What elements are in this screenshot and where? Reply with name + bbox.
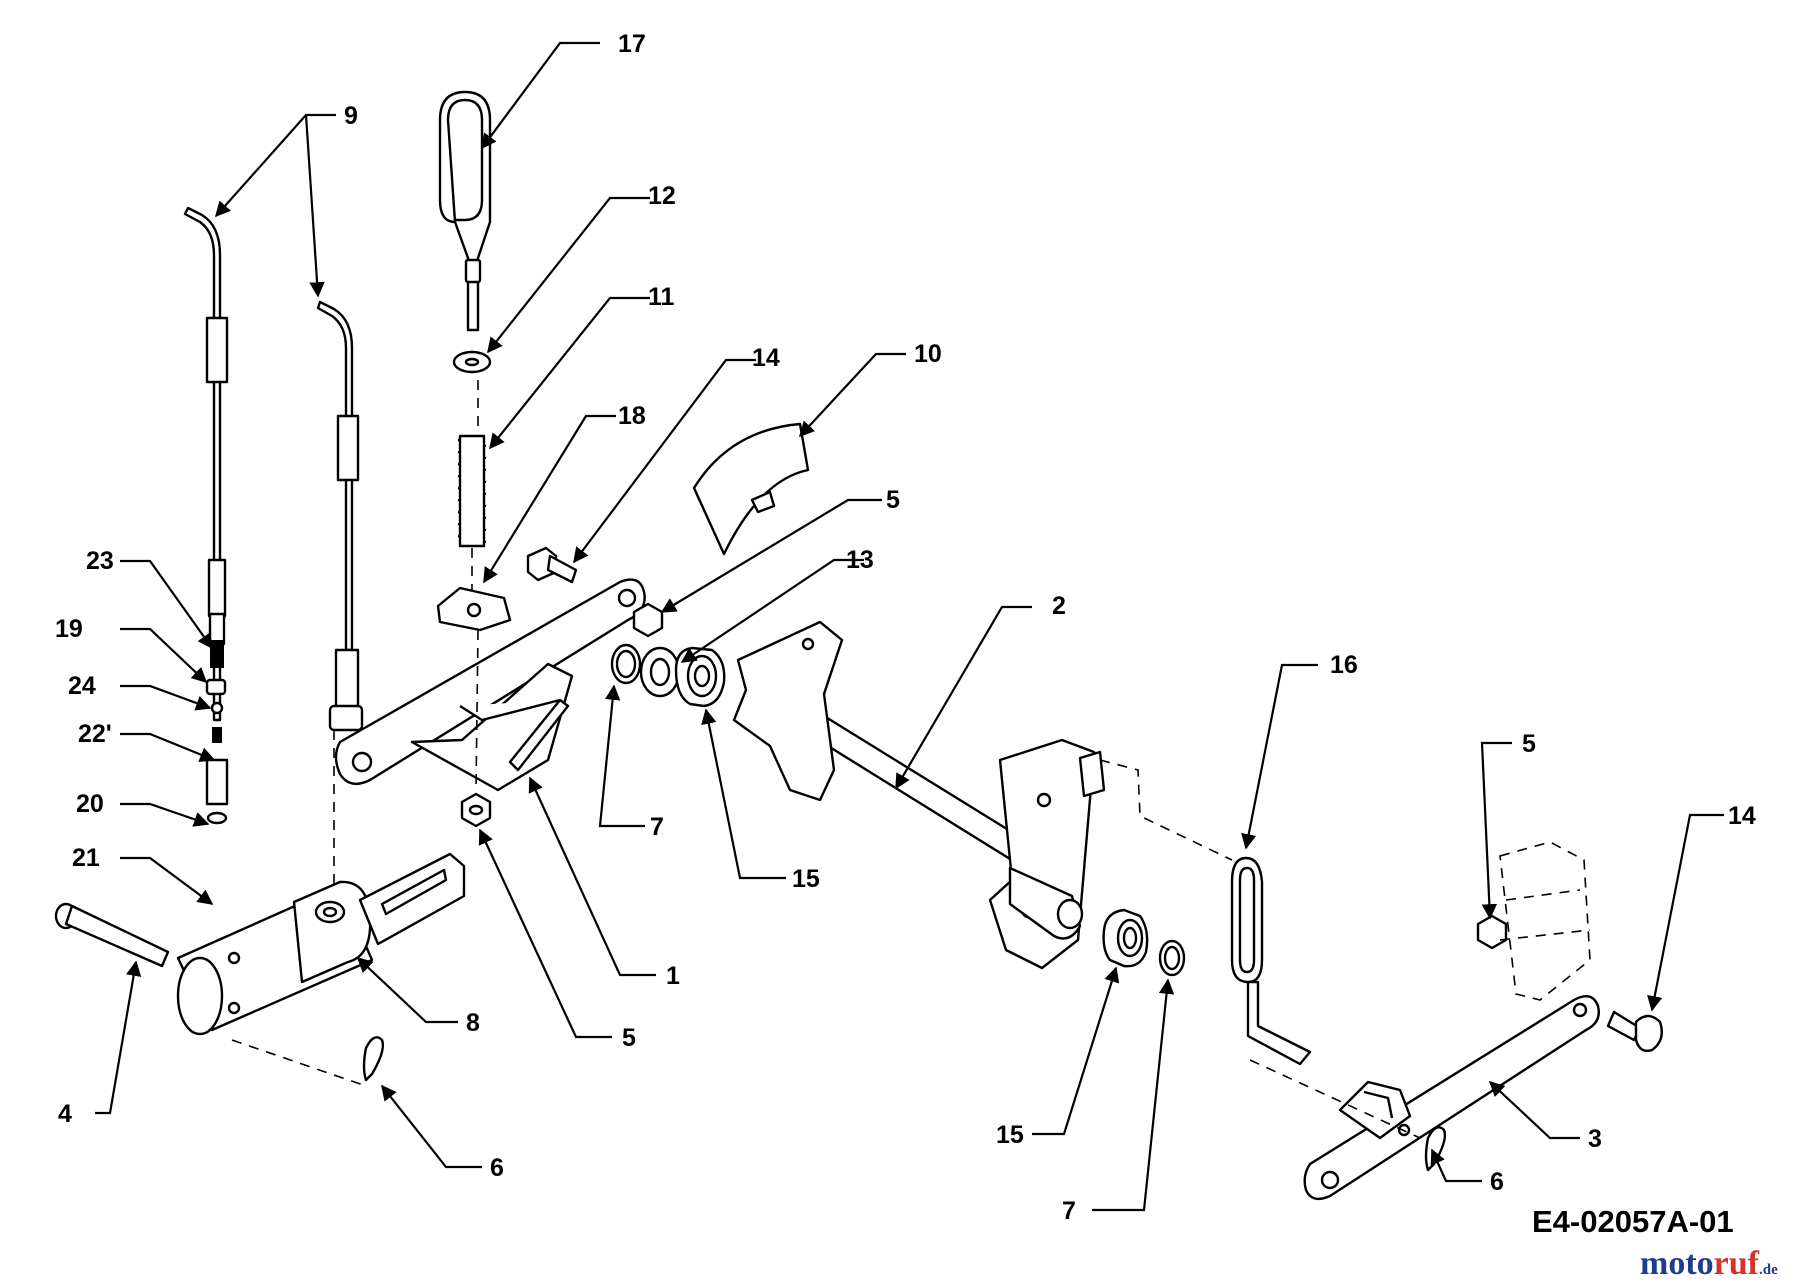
parts-drawing	[54, 90, 1663, 1201]
callout-6-left: 6	[490, 1154, 504, 1182]
bolt-part-14-upper	[526, 546, 578, 584]
callout-14-right: 14	[1728, 802, 1756, 830]
callout-3: 3	[1588, 1125, 1602, 1153]
shaft-part-2	[732, 620, 1106, 970]
bolt-part-14-right	[1606, 1010, 1663, 1053]
cotter-pin-part-6-right	[1424, 1126, 1447, 1172]
lever-part-3	[1303, 994, 1600, 1201]
callout-1: 1	[666, 962, 680, 990]
cable-part-9-left	[183, 206, 229, 825]
callout-22: 22'	[78, 720, 112, 748]
svg-text:motoruf.de: motoruf.de	[1640, 1245, 1778, 1282]
callout-6-right: 6	[1490, 1168, 1504, 1196]
callout-8: 8	[466, 1009, 480, 1037]
callout-15-upper: 15	[792, 865, 820, 893]
rod-part-16	[1230, 856, 1312, 1066]
callout-9: 9	[344, 102, 358, 130]
cable-part-9-right	[316, 300, 364, 732]
motoruf-logo: motoruf.de	[1640, 1245, 1778, 1282]
callout-13: 13	[846, 546, 874, 574]
lever-part-1	[334, 578, 646, 792]
callout-14-upper: 14	[752, 344, 780, 372]
callout-7-lower: 7	[1062, 1197, 1076, 1225]
logo-text-ruf: ruf	[1714, 1245, 1760, 1282]
callout-24: 24	[68, 672, 96, 700]
callout-numbers: 17 9 12 11 14 10 18 5 13 2 23 19 24 22' …	[55, 30, 1756, 1225]
callout-20: 20	[76, 790, 104, 818]
callout-11: 11	[648, 283, 675, 311]
callout-23: 23	[86, 547, 114, 575]
washer-part-7-upper	[610, 643, 642, 685]
callout-5-lower: 5	[622, 1024, 636, 1052]
u-rod-part-17	[438, 90, 492, 374]
bushing-part-15-upper	[674, 646, 726, 708]
callout-5-upper: 5	[886, 486, 900, 514]
logo-text-moto: moto	[1640, 1245, 1714, 1282]
callout-2: 2	[1052, 592, 1066, 620]
ghost-bracket-outline	[1499, 841, 1591, 1001]
logo-text-suffix: .de	[1759, 1262, 1778, 1278]
leader-arrows	[95, 41, 1724, 1212]
pin-part-4	[54, 902, 170, 968]
callout-4: 4	[58, 1100, 72, 1128]
cotter-pin-part-6-left	[362, 1036, 385, 1082]
callout-18: 18	[618, 402, 646, 430]
bracket-part-18	[436, 586, 512, 632]
callout-10: 10	[914, 340, 942, 368]
housing-part-8	[176, 852, 466, 1036]
bushing-part-15-lower	[1102, 908, 1149, 968]
cover-part-10	[692, 422, 810, 556]
callout-19: 19	[55, 615, 83, 643]
callout-15-lower: 15	[996, 1121, 1024, 1149]
nut-part-5-lower	[460, 792, 492, 828]
callout-21: 21	[72, 844, 100, 872]
spring-part-11	[457, 434, 487, 548]
callout-17: 17	[618, 30, 646, 58]
drawing-id: E4-02057A-01	[1532, 1204, 1734, 1239]
callout-7-upper: 7	[650, 813, 664, 841]
nut-part-5-upper	[632, 602, 664, 638]
nut-part-5-right	[1476, 914, 1508, 950]
callout-5-right: 5	[1522, 730, 1536, 758]
washer-part-13	[639, 646, 681, 698]
washer-part-7-lower	[1158, 939, 1186, 977]
callout-12: 12	[648, 182, 676, 210]
callout-16: 16	[1330, 651, 1358, 679]
assembly-dash-lines	[231, 380, 1421, 1139]
